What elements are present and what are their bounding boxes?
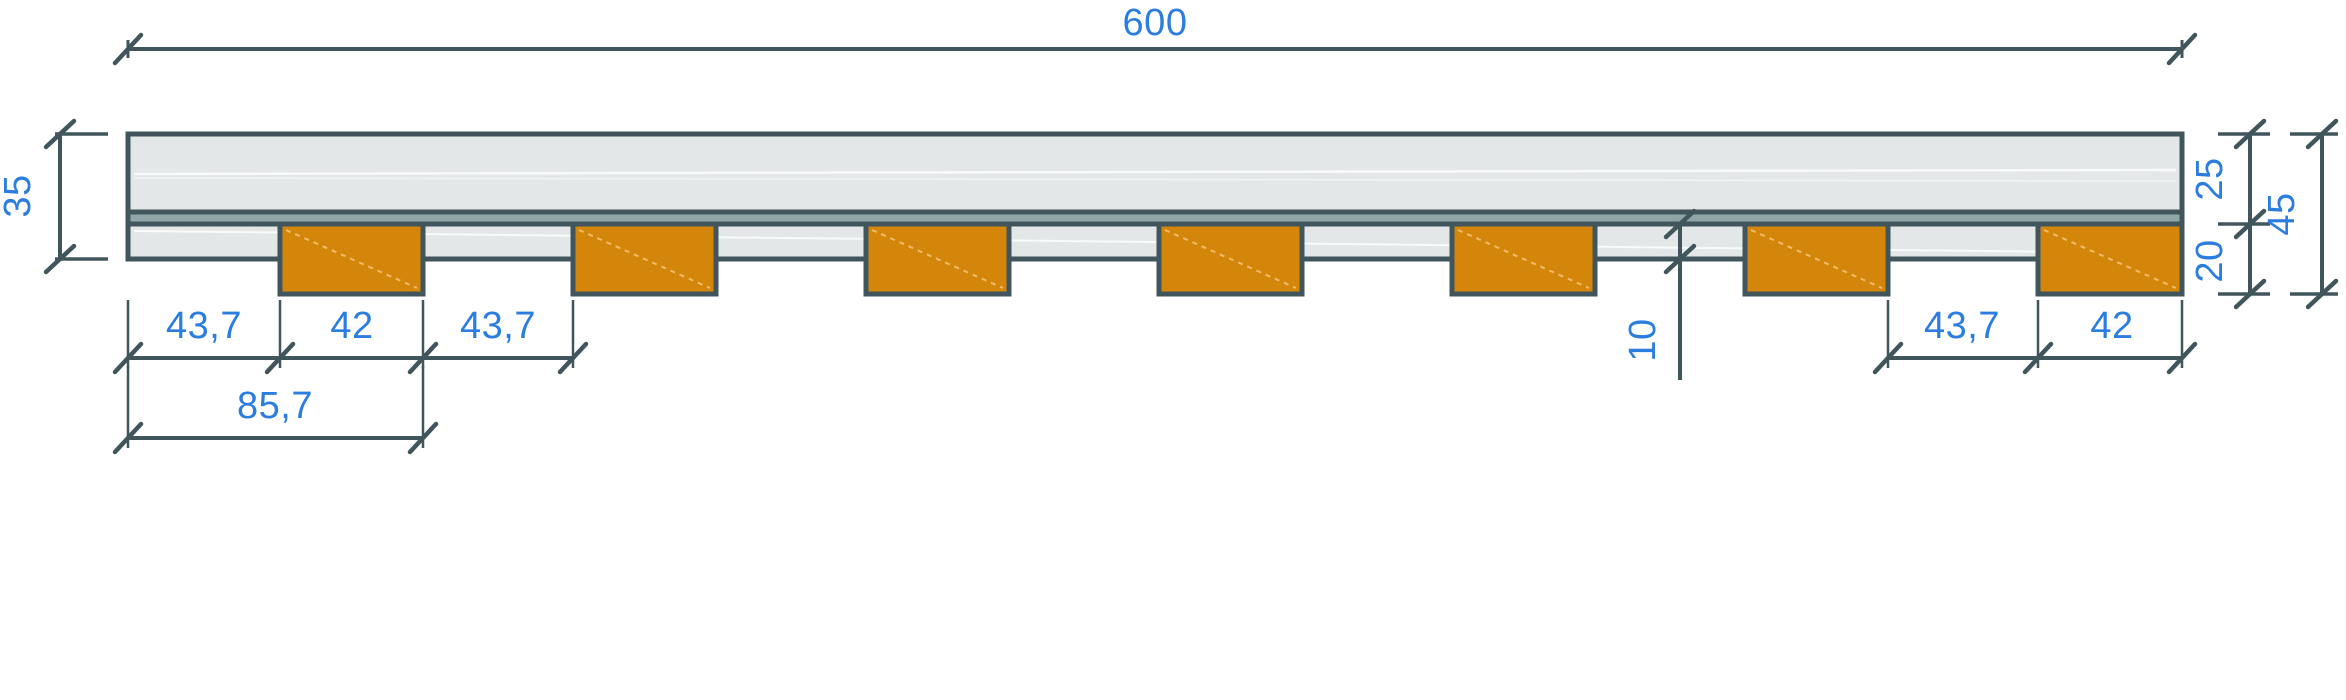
dimension-label-gap-left-2: 43,7 (460, 305, 536, 347)
dimension-pitch: 85,7 (115, 366, 436, 452)
dimension-label-pitch: 85,7 (237, 385, 313, 427)
dimension-label-total-height: 35 (0, 174, 39, 217)
dimension-label-gap-right-1: 43,7 (1924, 305, 2000, 347)
rib-block (863, 221, 1012, 297)
dimension-chain-left: 43,7 42 43,7 (115, 300, 586, 372)
rib-block (2035, 221, 2185, 297)
dimension-chain-right: 43,7 42 (1875, 300, 2195, 372)
panel-assembly (125, 131, 2185, 297)
rib-block (1742, 221, 1891, 297)
rib-block (277, 221, 426, 297)
rib-block (1156, 221, 1305, 297)
rib-block (1449, 221, 1598, 297)
dimension-right-overall: 45 (2261, 121, 2338, 307)
dimension-label-block-width-1: 42 (330, 305, 373, 347)
dimension-layer-stack: 25 20 (2189, 121, 2270, 307)
dimension-label-block-width-right: 42 (2090, 305, 2133, 347)
dimension-label-overall-length: 600 (1123, 2, 1188, 44)
dimension-label-upper-layer: 25 (2189, 157, 2231, 200)
dimension-label-lower-layer: 20 (2189, 239, 2231, 282)
dimension-total-height: 35 (0, 121, 108, 272)
dimension-label-bottom-plate-thickness: 10 (1622, 318, 1664, 361)
dimension-bottom-plate-thickness: 10 (1622, 211, 1708, 380)
dimension-label-right-overall: 45 (2261, 192, 2303, 235)
rib-block-group (277, 221, 2185, 297)
dimension-overall-length: 600 (115, 2, 2195, 63)
rib-block (570, 221, 719, 297)
dimension-label-gap-left-1: 43,7 (166, 305, 242, 347)
